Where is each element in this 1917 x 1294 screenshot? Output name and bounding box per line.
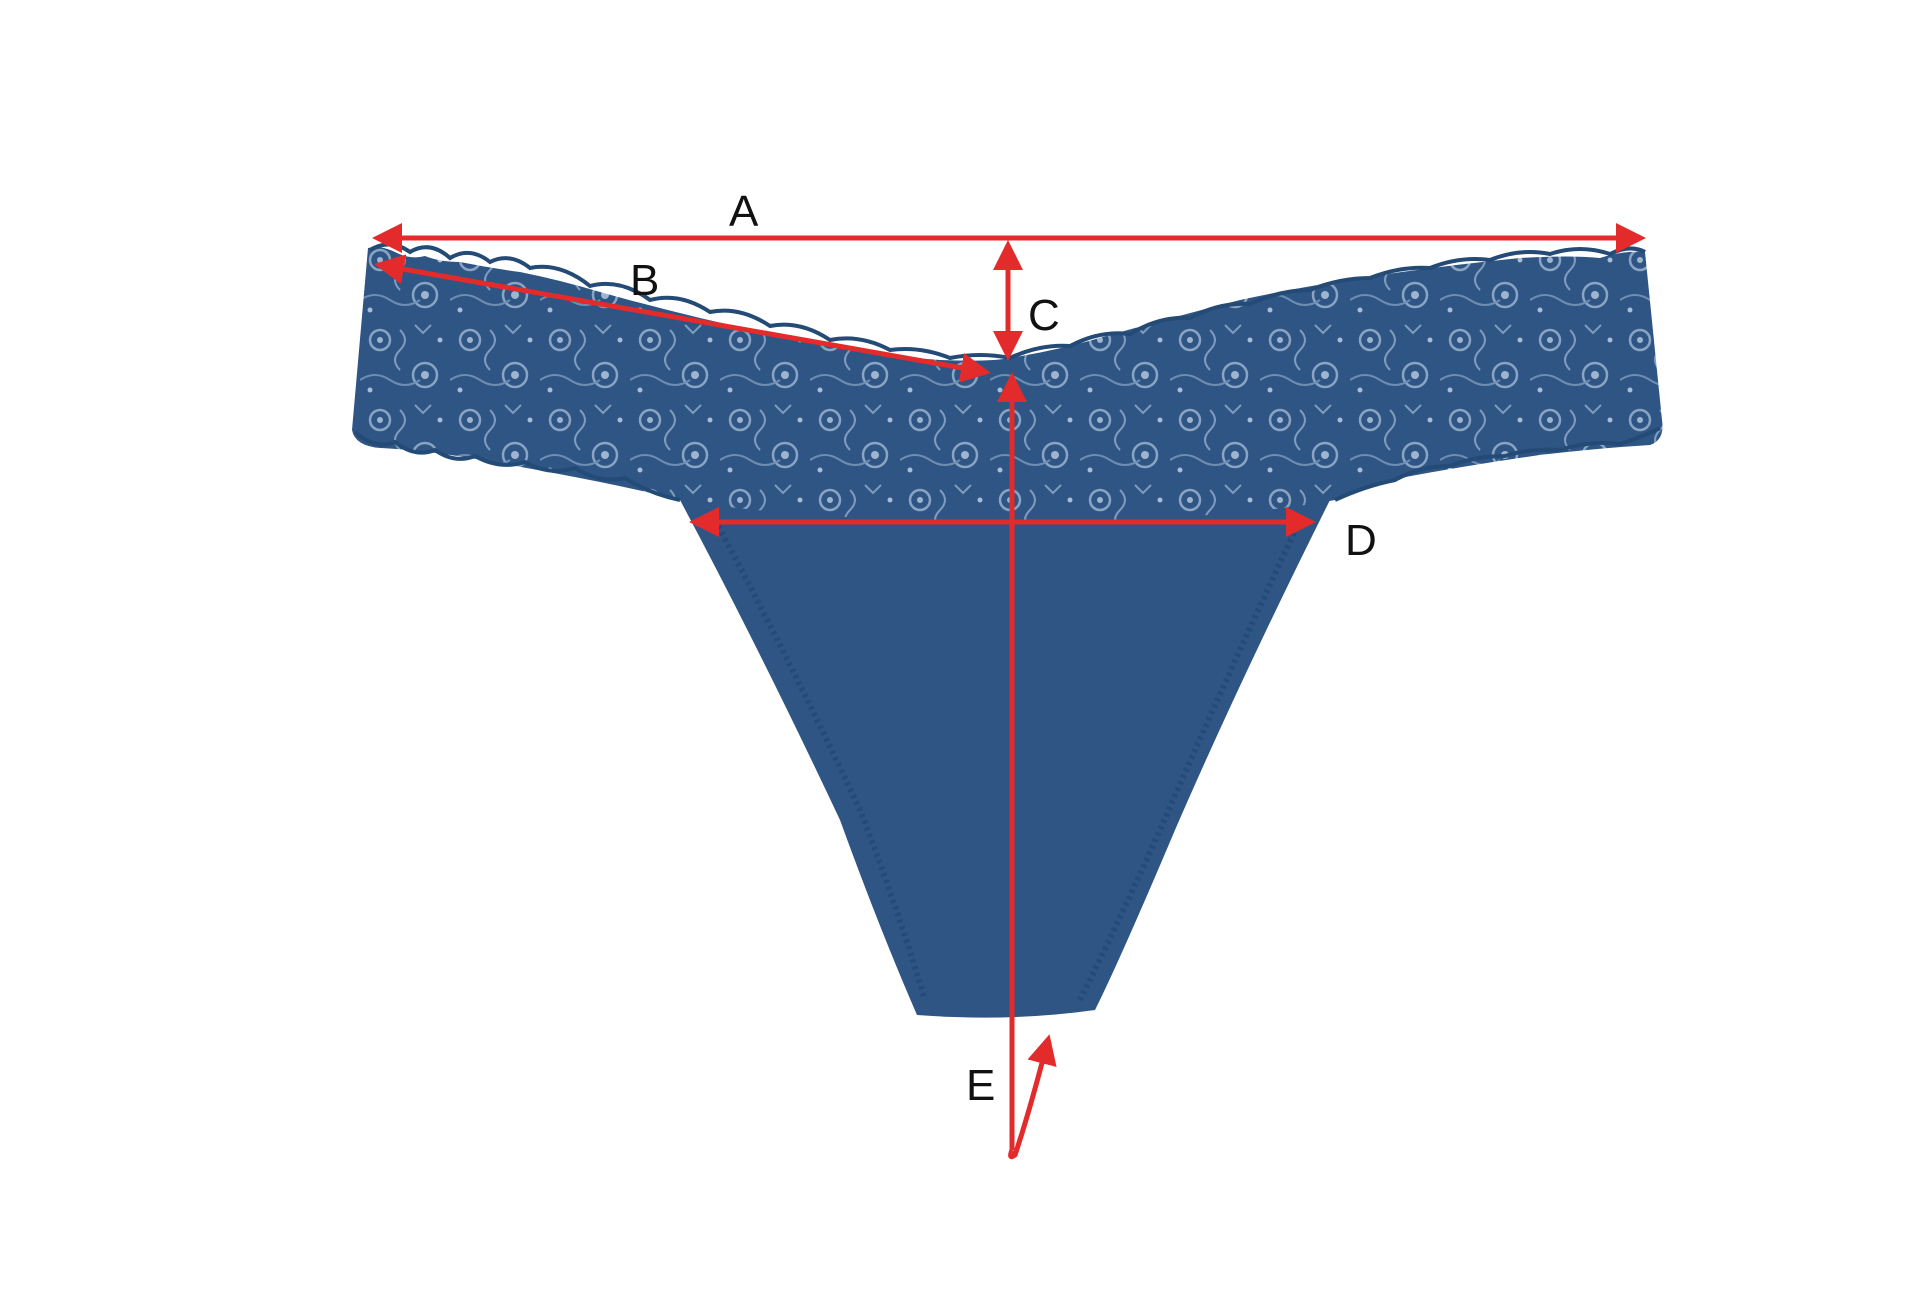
measure-b-line: [374, 254, 991, 383]
label-a: A: [729, 187, 759, 236]
garment-body: [680, 500, 1330, 1018]
label-e: E: [966, 1061, 995, 1110]
label-d: D: [1345, 516, 1377, 565]
label-b: B: [630, 256, 659, 305]
lace-bottom-scallop: [353, 426, 1661, 502]
label-c: C: [1028, 291, 1060, 340]
measure-e-hook: [1008, 1034, 1057, 1160]
